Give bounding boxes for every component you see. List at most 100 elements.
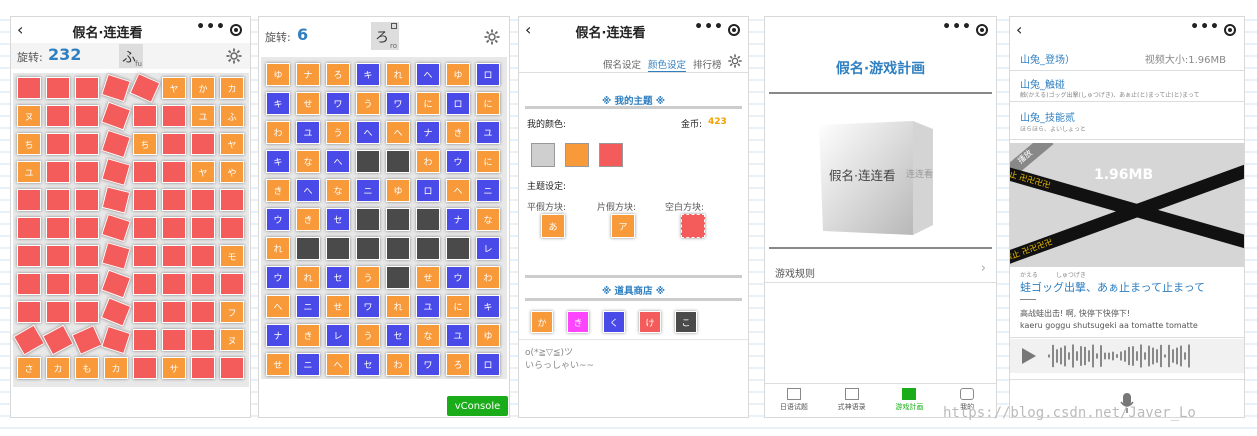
kana-tile[interactable]: ゆ bbox=[446, 63, 470, 86]
kana-tile[interactable] bbox=[416, 208, 440, 231]
kana-tile[interactable] bbox=[162, 161, 186, 183]
kana-tile[interactable]: ヘ bbox=[386, 121, 410, 144]
kana-tile[interactable] bbox=[75, 77, 99, 99]
kana-tile[interactable]: き bbox=[296, 208, 320, 231]
back-icon[interactable]: ‹ bbox=[1016, 20, 1023, 39]
kana-tile[interactable] bbox=[356, 237, 380, 260]
kana-tile[interactable]: ユ bbox=[191, 105, 215, 127]
kana-tile[interactable]: せ bbox=[416, 266, 440, 289]
play-icon[interactable] bbox=[1022, 348, 1036, 364]
kana-tile[interactable] bbox=[17, 189, 41, 211]
kana-tile[interactable]: へ bbox=[326, 150, 350, 173]
kana-tile[interactable] bbox=[133, 301, 157, 323]
shop-item[interactable]: く bbox=[603, 311, 625, 333]
kana-tile[interactable] bbox=[17, 301, 41, 323]
color-swatch-gray[interactable] bbox=[531, 143, 555, 167]
kana-tile[interactable]: ワ bbox=[356, 295, 380, 318]
kana-tile[interactable]: ヌ bbox=[17, 105, 41, 127]
kana-tile[interactable] bbox=[191, 189, 215, 211]
kana-tile[interactable]: レ bbox=[476, 237, 500, 260]
kana-tile[interactable]: ロ bbox=[416, 179, 440, 202]
kana-tile[interactable] bbox=[46, 273, 70, 295]
kana-tile[interactable] bbox=[162, 217, 186, 239]
kana-tile[interactable]: れ bbox=[386, 63, 410, 86]
kana-tile[interactable]: カ bbox=[104, 357, 128, 379]
kana-tile[interactable] bbox=[133, 273, 157, 295]
kana-tile[interactable]: せ bbox=[296, 92, 320, 115]
kana-tile[interactable]: ち bbox=[17, 133, 41, 155]
kana-tile[interactable]: ろ bbox=[326, 63, 350, 86]
record-icon[interactable] bbox=[976, 24, 988, 36]
kana-tile[interactable]: カ bbox=[46, 357, 70, 379]
kana-tile[interactable]: へ bbox=[356, 121, 380, 144]
list-item[interactable]: 山兔_触碰 触(かえる)ゴッグ出撃(しゅつげき)、あぁ止(と)まって止(と)まっ… bbox=[1010, 73, 1244, 102]
shop-item[interactable]: け bbox=[639, 311, 661, 333]
kana-tile[interactable] bbox=[133, 329, 157, 351]
kana-tile[interactable]: せ bbox=[266, 353, 290, 376]
kana-tile[interactable] bbox=[220, 273, 244, 295]
kana-tile[interactable]: ユ bbox=[296, 121, 320, 144]
kana-tile[interactable] bbox=[356, 208, 380, 231]
kana-tile[interactable] bbox=[46, 217, 70, 239]
kana-tile[interactable] bbox=[162, 105, 186, 127]
kana-tile[interactable]: な bbox=[296, 150, 320, 173]
kana-tile[interactable]: キ bbox=[476, 295, 500, 318]
kana-tile[interactable]: ニ bbox=[296, 353, 320, 376]
kana-tile[interactable]: ニ bbox=[356, 179, 380, 202]
kana-tile[interactable]: ゆ bbox=[266, 63, 290, 86]
kana-tile[interactable]: ヤ bbox=[220, 133, 244, 155]
kana-tile[interactable] bbox=[220, 217, 244, 239]
kana-tile[interactable]: き bbox=[266, 179, 290, 202]
kana-tile[interactable] bbox=[356, 150, 380, 173]
kana-tile[interactable] bbox=[75, 273, 99, 295]
kana-tile[interactable] bbox=[17, 273, 41, 295]
kana-tile[interactable]: ち bbox=[133, 133, 157, 155]
kana-tile[interactable]: ナ bbox=[416, 121, 440, 144]
kana-tile[interactable]: ユ bbox=[476, 121, 500, 144]
empty-block-sample[interactable] bbox=[681, 214, 705, 238]
kana-tile[interactable] bbox=[386, 266, 410, 289]
kana-tile[interactable] bbox=[46, 105, 70, 127]
tab-kana-settings[interactable]: 假名设定 bbox=[603, 60, 642, 71]
kana-tile[interactable] bbox=[191, 357, 215, 379]
gear-icon[interactable] bbox=[727, 53, 743, 69]
hira-block-sample[interactable]: あ bbox=[541, 214, 565, 238]
kana-tile[interactable]: わ bbox=[416, 150, 440, 173]
kana-tile[interactable] bbox=[133, 161, 157, 183]
more-icon[interactable]: ••• bbox=[1190, 19, 1220, 35]
kana-tile[interactable]: ワ bbox=[326, 92, 350, 115]
back-icon[interactable]: ‹ bbox=[525, 20, 532, 39]
kana-tile[interactable]: ユ bbox=[446, 324, 470, 347]
record-icon[interactable] bbox=[1224, 24, 1236, 36]
kana-tile[interactable]: れ bbox=[266, 237, 290, 260]
kana-tile[interactable]: ふ bbox=[220, 105, 244, 127]
kana-tile[interactable] bbox=[75, 301, 99, 323]
kana-tile[interactable] bbox=[75, 133, 99, 155]
kana-tile[interactable]: ゆ bbox=[476, 324, 500, 347]
tab-quotes[interactable]: 式神语录 bbox=[823, 384, 881, 417]
kana-tile[interactable]: へ bbox=[266, 295, 290, 318]
kana-tile[interactable] bbox=[446, 237, 470, 260]
kata-block-sample[interactable]: ア bbox=[611, 214, 635, 238]
kana-tile[interactable]: レ bbox=[326, 324, 350, 347]
kana-tile[interactable] bbox=[46, 133, 70, 155]
kana-tile[interactable] bbox=[191, 217, 215, 239]
kana-tile[interactable]: ナ bbox=[266, 324, 290, 347]
kana-tile[interactable]: セ bbox=[356, 353, 380, 376]
more-icon[interactable]: ••• bbox=[694, 19, 724, 35]
kana-tile[interactable] bbox=[46, 301, 70, 323]
kana-tile[interactable] bbox=[162, 245, 186, 267]
kana-tile[interactable]: へ bbox=[416, 63, 440, 86]
kana-tile[interactable] bbox=[133, 105, 157, 127]
kana-tile[interactable]: ヤ bbox=[191, 161, 215, 183]
kana-tile[interactable] bbox=[191, 273, 215, 295]
kana-tile[interactable]: サ bbox=[162, 357, 186, 379]
kana-tile[interactable] bbox=[46, 77, 70, 99]
kana-tile[interactable] bbox=[191, 133, 215, 155]
kana-tile[interactable]: ニ bbox=[476, 179, 500, 202]
kana-tile[interactable]: ユ bbox=[416, 295, 440, 318]
kana-tile[interactable] bbox=[162, 329, 186, 351]
kana-tile[interactable]: ワ bbox=[386, 92, 410, 115]
kana-tile[interactable] bbox=[296, 237, 320, 260]
kana-tile[interactable] bbox=[416, 237, 440, 260]
